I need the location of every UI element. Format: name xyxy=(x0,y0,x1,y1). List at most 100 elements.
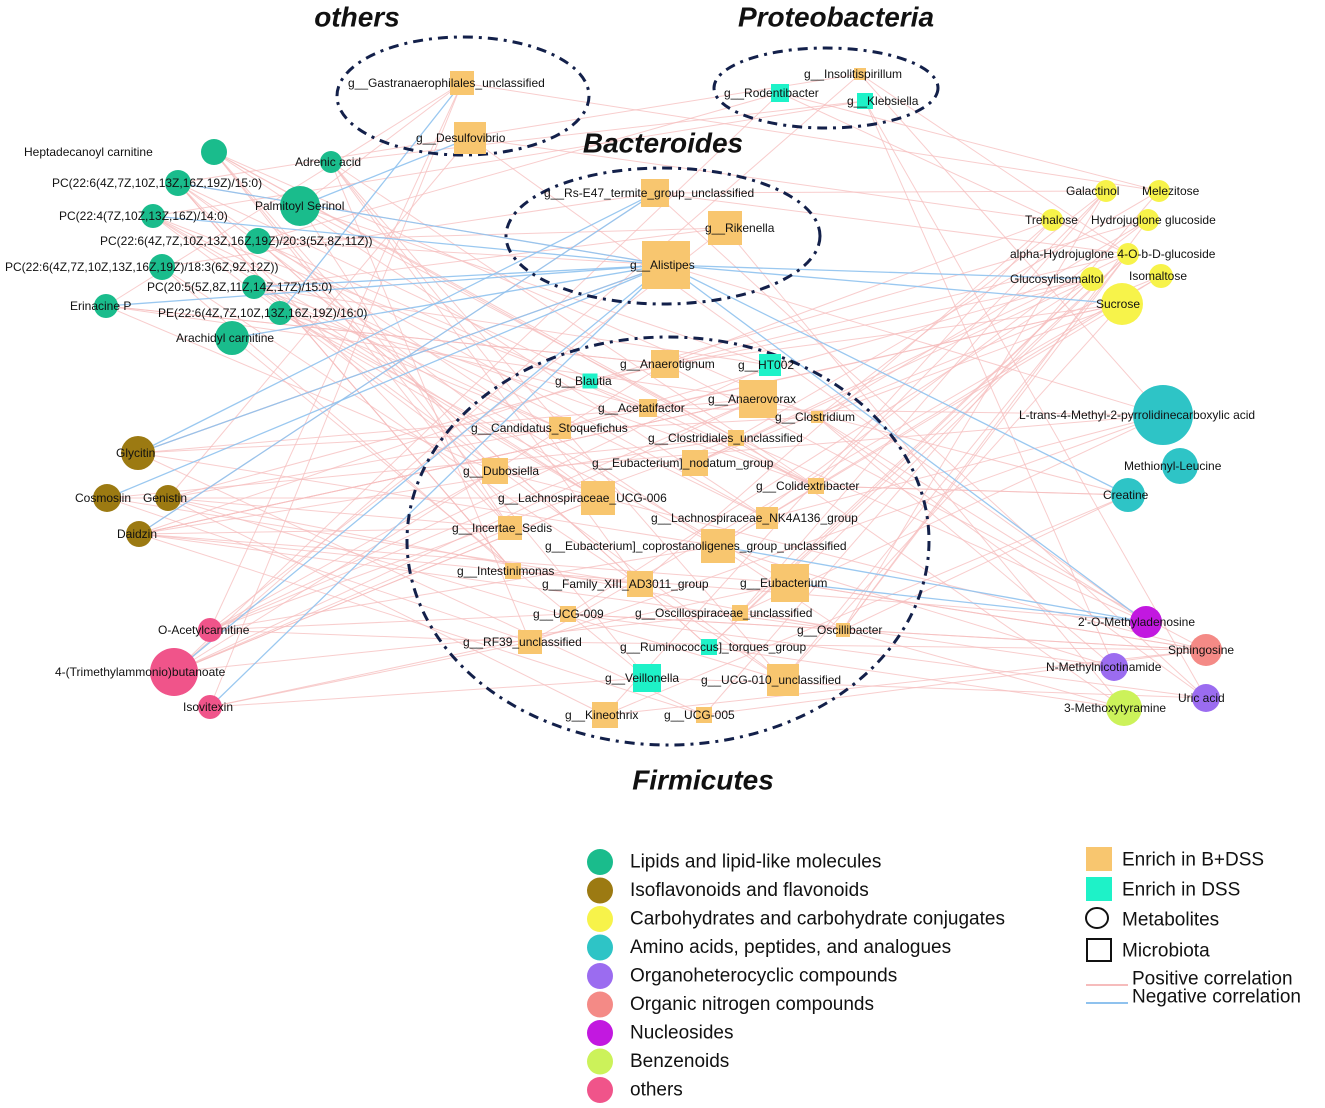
metabolite-node[interactable]: PC(22:6(4Z,7Z,10Z,13Z,16Z,19Z)/15:0) xyxy=(52,170,262,196)
microbiota-node[interactable]: g__UCG-009 xyxy=(533,606,604,622)
microbiota-node[interactable]: g__Rs-E47_termite_group_unclassified xyxy=(544,179,754,207)
metabolite-label: alpha-Hydrojuglone 4-O-b-D-glucoside xyxy=(1010,247,1216,261)
microbiota-node[interactable]: g__RF39_unclassified xyxy=(463,630,582,654)
microbiota-node[interactable]: g__Desulfovibrio xyxy=(416,122,506,154)
microbiota-node[interactable]: g__Incertae_Sedis xyxy=(452,516,552,540)
microbiota-node[interactable]: g__Gastranaerophilales_unclassified xyxy=(348,71,545,95)
metabolite-node[interactable]: Erinacine P xyxy=(70,294,131,318)
positive-correlation-edge xyxy=(138,380,591,535)
metabolite-node[interactable]: PC(22:4(7Z,10Z,13Z,16Z)/14:0) xyxy=(59,204,228,228)
legend-label: Carbohydrates and carbohydrate conjugate… xyxy=(630,909,1005,930)
metabolite-label: Uric acid xyxy=(1178,691,1225,705)
positive-correlation-edge xyxy=(209,582,791,708)
microbiota-node[interactable]: g__Ruminococcus]_torques_group xyxy=(620,639,806,655)
metabolite-node[interactable]: O-Acetylcarnitine xyxy=(158,618,250,642)
microbiota-node[interactable]: g__Anaerovorax xyxy=(708,380,796,418)
microbiota-label: g__Blautia xyxy=(555,374,612,388)
legend-swatch xyxy=(587,934,613,961)
metabolite-node[interactable]: L-trans-4-Methyl-2-pyrrolidinecarboxylic… xyxy=(1019,385,1255,445)
microbiota-square xyxy=(767,664,799,696)
metabolite-node[interactable]: PC(22:6(4Z,7Z,10Z,13Z,16Z,19Z)/20:3(5Z,8… xyxy=(100,228,373,254)
microbiota-node[interactable]: g__Eubacterium]_coprostanoligenes_group_… xyxy=(545,529,847,563)
metabolite-node[interactable]: PC(20:5(5Z,8Z,11Z,14Z,17Z)/15:0) xyxy=(147,275,332,299)
metabolite-node[interactable]: Arachidyl carnitine xyxy=(176,321,274,355)
positive-correlation-edge xyxy=(724,227,1125,709)
microbiota-node[interactable]: g__Eubacterium xyxy=(740,564,827,602)
metabolite-circle xyxy=(1041,209,1063,231)
microbiota-node[interactable]: g__Oscillospiraceae_unclassified xyxy=(635,605,812,621)
microbiota-node[interactable]: g__Clostridium xyxy=(775,410,855,424)
metabolite-node[interactable]: Trehalose xyxy=(1025,209,1078,231)
microbiota-node[interactable]: g__Veillonella xyxy=(605,664,679,692)
microbiota-node[interactable]: g__Eubacterium]_nodatum_group xyxy=(592,450,774,476)
metabolite-node[interactable]: 4-(Trimethylammonio)butanoate xyxy=(55,648,226,696)
metabolite-node[interactable]: Sphingosine xyxy=(1168,634,1234,666)
positive-correlation-edge xyxy=(842,190,1107,631)
microbiota-node[interactable]: g__Anaerotignum xyxy=(620,350,715,378)
positive-correlation-edge xyxy=(604,219,1053,716)
metabolite-node[interactable]: Glucosylisomaltol xyxy=(1010,267,1104,291)
microbiota-node[interactable]: g__Kineothrix xyxy=(565,702,638,728)
positive-correlation-edge xyxy=(105,305,496,472)
microbiota-node[interactable]: g__Colidextribacter xyxy=(756,478,859,494)
microbiota-node[interactable]: g__UCG-005 xyxy=(664,707,735,723)
metabolite-node[interactable]: Melezitose xyxy=(1142,180,1200,202)
microbiota-node[interactable]: g__Candidatus_Stoquefichus xyxy=(471,417,628,439)
microbiota-node[interactable]: g__Blautia xyxy=(555,373,612,389)
legend-item-amino: Amino acids, peptides, and analogues xyxy=(587,934,951,961)
microbiota-node[interactable]: g__Alistipes xyxy=(630,241,695,289)
metabolite-label: Creatine xyxy=(1103,488,1149,502)
metabolite-node[interactable]: Heptadecanoyl carnitine xyxy=(24,139,227,165)
metabolite-node[interactable]: PC(22:6(4Z,7Z,10Z,13Z,16Z,19Z)/18:3(6Z,9… xyxy=(5,254,278,280)
microbiota-node[interactable]: g__Lachnospiraceae_NK4A136_group xyxy=(651,507,858,529)
positive-correlation-edge xyxy=(138,533,791,584)
metabolite-node[interactable]: 3-Methoxytyramine xyxy=(1064,690,1166,726)
microbiota-node[interactable]: g__Dubosiella xyxy=(463,458,539,484)
microbiota-node[interactable]: g__Intestinimonas xyxy=(457,563,554,579)
metabolite-node[interactable]: Isovitexin xyxy=(183,695,233,719)
legend-item-negative: Negative correlation xyxy=(1086,987,1301,1008)
microbiota-node[interactable]: g__Rodentibacter xyxy=(724,84,819,102)
metabolite-node[interactable]: Isomaltose xyxy=(1129,264,1187,288)
positive-correlation-edge xyxy=(177,73,861,184)
metabolite-node[interactable]: Genistin xyxy=(143,485,187,511)
metabolite-node[interactable]: Creatine xyxy=(1103,478,1149,512)
microbiota-node[interactable]: g__Acetatifactor xyxy=(598,399,685,417)
metabolite-node[interactable]: N-Methylnicotinamide xyxy=(1046,653,1162,681)
metabolite-node[interactable]: Uric acid xyxy=(1178,684,1225,712)
metabolite-node[interactable]: Sucrose xyxy=(1096,283,1143,325)
microbiota-node[interactable]: g__Clostridiales_unclassified xyxy=(648,430,803,446)
metabolite-node[interactable]: PE(22:6(4Z,7Z,10Z,13Z,16Z,19Z)/16:0) xyxy=(158,301,367,325)
microbiota-label: g__Rodentibacter xyxy=(724,86,819,100)
microbiota-node[interactable]: g__HT002 xyxy=(738,354,794,376)
metabolite-circle xyxy=(198,695,222,719)
group-title-firmicutes: Firmicutes xyxy=(632,765,774,796)
metabolite-node[interactable]: Adrenic acid xyxy=(295,151,361,173)
metabolite-node[interactable]: Methionyl-Leucine xyxy=(1124,448,1222,484)
metabolite-node[interactable]: Glycitin xyxy=(116,436,155,470)
metabolite-circle xyxy=(1130,606,1162,638)
microbiota-node[interactable]: g__Klebsiella xyxy=(847,93,919,109)
microbiota-node[interactable]: g__Family_XIII_AD3011_group xyxy=(542,571,709,597)
metabolite-node[interactable]: Palmitoyl Serinol xyxy=(255,186,344,226)
positive-correlation-edge xyxy=(567,613,1207,699)
negative-correlation-edge xyxy=(231,264,667,339)
legend-item-lipids: Lipids and lipid-like molecules xyxy=(587,849,881,875)
metabolite-label: Melezitose xyxy=(1142,184,1200,198)
metabolite-node[interactable]: Cosmosiin xyxy=(75,484,131,512)
metabolite-node[interactable]: Daidzin xyxy=(117,521,157,547)
microbiota-node[interactable]: g__Lachnospiraceae_UCG-006 xyxy=(498,481,667,515)
metabolite-node[interactable]: alpha-Hydrojuglone 4-O-b-D-glucoside xyxy=(1010,243,1216,265)
microbiota-node[interactable]: g__Insolitispirillum xyxy=(804,67,902,81)
positive-correlation-edge xyxy=(604,494,1129,716)
metabolite-node[interactable]: 2'-O-Methyladenosine xyxy=(1078,606,1195,638)
microbiota-node[interactable]: g__Rikenella xyxy=(705,211,775,245)
microbiota-label: g__Oscillospiraceae_unclassified xyxy=(635,606,812,620)
positive-correlation-edge xyxy=(299,205,737,439)
microbiota-node[interactable]: g__Oscillibacter xyxy=(797,623,882,637)
legend-item-benzenoids: Benzenoids xyxy=(587,1048,729,1075)
metabolite-node[interactable]: Galactinol xyxy=(1066,180,1119,202)
microbiota-node[interactable]: g__UCG-010_unclassified xyxy=(701,664,841,696)
metabolite-node[interactable]: Hydrojuglone glucoside xyxy=(1091,209,1216,231)
positive-correlation-edge xyxy=(735,437,1147,623)
